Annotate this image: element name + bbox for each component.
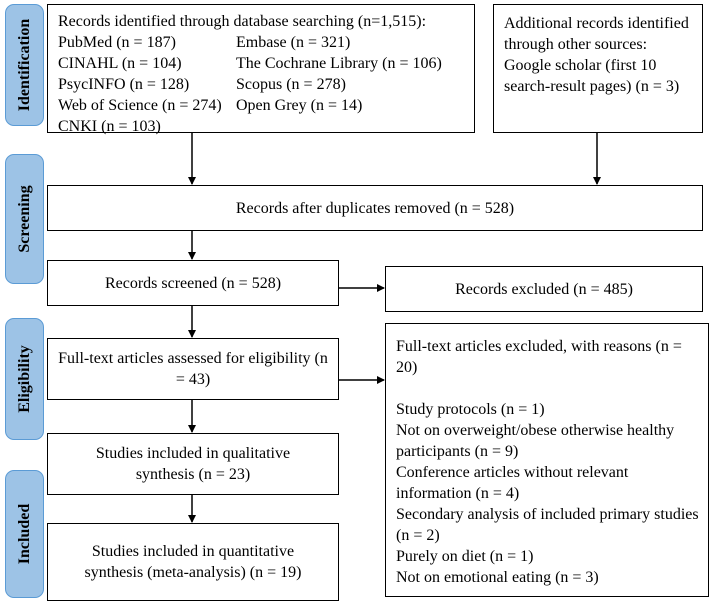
phase-screening: Screening [5, 154, 44, 284]
phase-identification: Identification [5, 4, 44, 126]
exclusion-reason: Secondary analysis of included primary s… [396, 506, 699, 544]
database-item: CNKI (n = 103) [58, 118, 161, 135]
exclusion-reason: Not on overweight/obese otherwise health… [396, 422, 675, 460]
database-item: PubMed (n = 187) [58, 34, 176, 51]
database-item: Embase (n = 321) [236, 34, 351, 51]
database-item: PsycINFO (n = 128) [58, 76, 190, 93]
phase-included: Included [5, 470, 44, 598]
quantitative-synthesis-text: Studies included in quantitative synthes… [84, 543, 302, 581]
additional-records-box: Additional records identified through ot… [493, 4, 703, 133]
records-screened-box: Records screened (n = 528) [47, 260, 339, 306]
fulltext-excluded-box: Full-text articles excluded, with reason… [385, 323, 709, 597]
database-records-box: Records identified through database sear… [47, 4, 475, 135]
duplicates-removed-box: Records after duplicates removed (n = 52… [47, 185, 703, 231]
quantitative-synthesis-box: Studies included in quantitative synthes… [47, 523, 339, 601]
fulltext-assessed-box: Full-text articles assessed for eligibil… [47, 338, 339, 400]
database-records-title: Records identified through database sear… [58, 13, 427, 30]
exclusion-reason-list: Study protocols (n = 1) Not on overweigh… [396, 399, 700, 588]
duplicates-removed-text: Records after duplicates removed (n = 52… [235, 199, 515, 217]
exclusion-reason: Study protocols (n = 1) [396, 401, 545, 418]
exclusion-reason: Purely on diet (n = 1) [396, 548, 534, 565]
database-item: Scopus (n = 278) [236, 76, 346, 93]
database-list: PubMed (n = 187) Embase (n = 321) CINAHL… [58, 32, 466, 137]
phase-eligibility: Eligibility [5, 318, 44, 440]
database-item: CINAHL (n = 104) [58, 55, 182, 72]
database-item: Web of Science (n = 274) [58, 97, 222, 114]
fulltext-excluded-title: Full-text articles excluded, with reason… [396, 338, 682, 376]
records-excluded-text: Records excluded (n = 485) [455, 280, 633, 298]
exclusion-reason: Conference articles without relevant inf… [396, 464, 629, 502]
exclusion-reason: Not on emotional eating (n = 3) [396, 569, 599, 586]
records-excluded-box: Records excluded (n = 485) [385, 266, 703, 312]
additional-records-text: Additional records identified through ot… [504, 15, 689, 95]
records-screened-text: Records screened (n = 528) [104, 274, 282, 292]
fulltext-assessed-text: Full-text articles assessed for eligibil… [58, 350, 328, 388]
database-item: The Cochrane Library (n = 106) [236, 55, 442, 72]
qualitative-synthesis-text: Studies included in qualitative synthesi… [95, 445, 291, 483]
qualitative-synthesis-box: Studies included in qualitative synthesi… [47, 433, 339, 495]
database-item: Open Grey (n = 14) [236, 97, 363, 114]
